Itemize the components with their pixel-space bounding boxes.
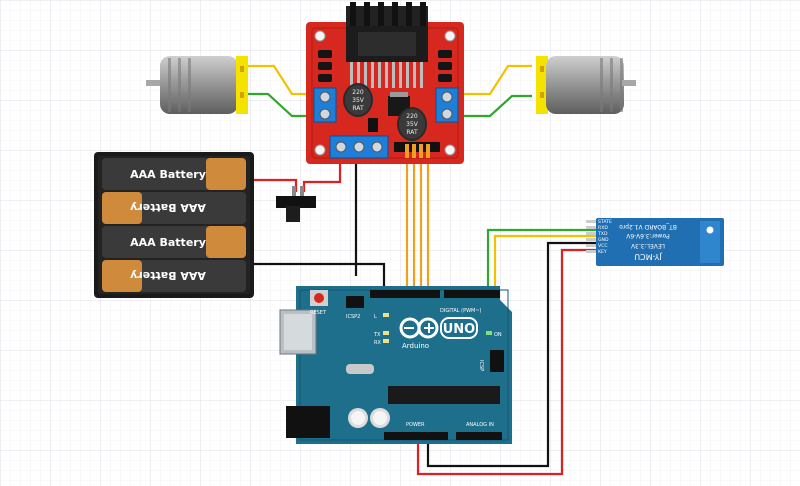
- wire-bt-vcc: [416, 248, 600, 476]
- arduino-l-label: L: [374, 314, 377, 320]
- motor-left: [146, 56, 248, 114]
- arduino-on-label: ON: [494, 332, 502, 338]
- terminal-power: [329, 135, 389, 159]
- bluetooth-module: JY-MCU LEVEL:3.3V Power:3.6V-6V BT_BOARD…: [586, 218, 724, 266]
- bt-pin-key: KEY: [598, 249, 607, 255]
- bt-board: BT_BOARD V1.2pro: [619, 223, 677, 230]
- capacitor-right-value: 220: [406, 113, 418, 120]
- arduino-brand: Arduino: [402, 342, 429, 350]
- capacitor-left: 220 35V RAT: [343, 83, 373, 117]
- terminal-motor-b: [435, 87, 459, 123]
- arduino-digital-label: DIGITAL (PWM~): [440, 308, 482, 314]
- arduino-logo: UNO Arduino: [399, 317, 478, 350]
- capacitor-right-voltage: 35V: [406, 121, 419, 128]
- arduino-uno: RESET ICSP2 DIGITAL (PWM~) UNO Arduino L…: [279, 286, 512, 444]
- capacitor-left-brand: RAT: [352, 105, 364, 112]
- arduino-tx-label: TX: [373, 332, 381, 338]
- capacitor-right-brand: RAT: [406, 129, 418, 136]
- arduino-icsp-label: ICSP: [478, 360, 484, 371]
- bt-pin-txd: TXD: [597, 231, 608, 237]
- battery-cell-label: AAA Battery: [130, 201, 206, 214]
- bt-pin-state: STATE: [598, 219, 612, 225]
- bt-level: LEVEL:3.3V: [630, 242, 665, 249]
- battery-cell: AAA Battery: [102, 192, 246, 224]
- arduino-uno-logo: UNO: [443, 322, 476, 337]
- wire-bt-rxd: [493, 234, 600, 296]
- arduino-icsp2-label: ICSP2: [346, 314, 360, 320]
- capacitor-left-voltage: 35V: [352, 97, 365, 104]
- motor-right: [536, 56, 636, 114]
- battery-cell-label: AAA Battery: [130, 168, 206, 181]
- bt-model: JY-MCU: [634, 252, 663, 261]
- battery-cell: AAA Battery: [102, 260, 246, 292]
- battery-cell-label: AAA Battery: [130, 269, 206, 282]
- capacitor-right: 220 35V RAT: [397, 107, 427, 141]
- bt-pin-gnd: GND: [598, 237, 609, 243]
- arduino-analog-label: ANALOG IN: [466, 422, 494, 428]
- wire-bt-txd: [486, 228, 600, 296]
- battery-cell: AAA Battery: [102, 158, 246, 190]
- power-switch[interactable]: [276, 186, 316, 222]
- arduino-reset-label: RESET: [310, 310, 327, 316]
- battery-cell: AAA Battery: [102, 226, 246, 258]
- wires: [248, 64, 600, 476]
- arduino-rx-label: RX: [374, 340, 381, 346]
- wire-bt-gnd: [426, 241, 600, 468]
- terminal-motor-a: [313, 87, 337, 123]
- battery-cell-label: AAA Battery: [130, 236, 206, 249]
- bt-pin-vcc: VCC: [598, 243, 608, 249]
- arduino-power-label: POWER: [406, 422, 425, 428]
- capacitor-left-value: 220: [352, 89, 364, 96]
- bt-power: Power:3.6V-6V: [625, 232, 669, 239]
- bt-pin-rxd: RXD: [598, 225, 608, 231]
- motor-driver-board: 220 35V RAT 220 35V RAT: [306, 2, 464, 164]
